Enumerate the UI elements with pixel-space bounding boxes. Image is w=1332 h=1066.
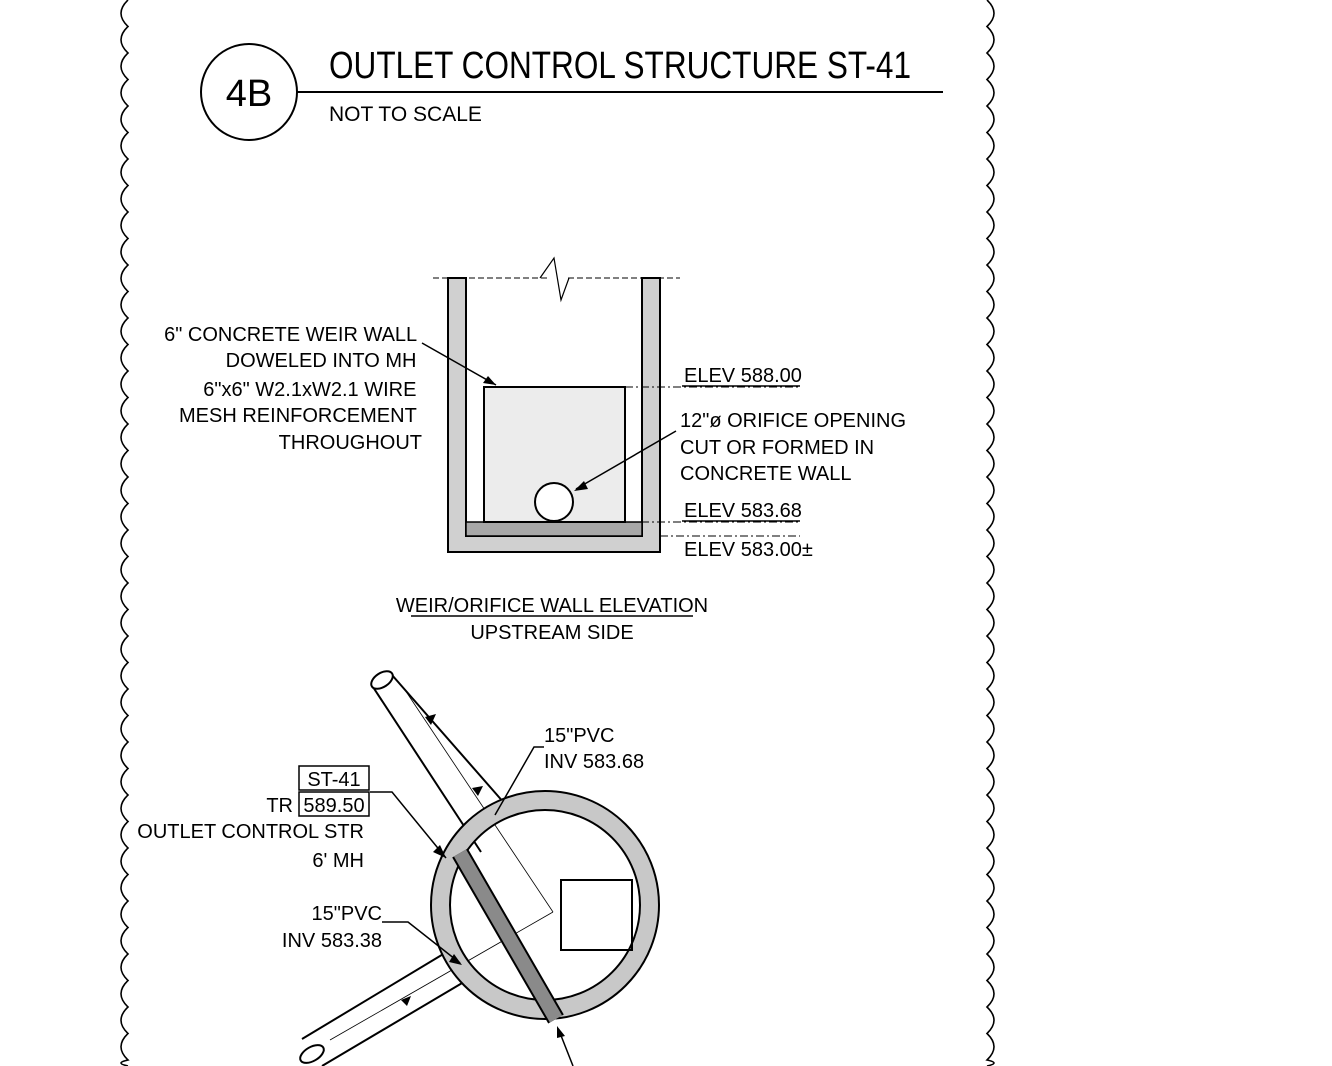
weir-elevation-view: 6" CONCRETE WEIR WALL DOWELED INTO MH 6"… <box>164 256 912 644</box>
flow-line <box>404 689 554 913</box>
inlet-pipe <box>370 670 554 913</box>
scale-note: NOT TO SCALE <box>329 103 482 126</box>
orifice-leader <box>575 430 677 490</box>
outlet-invert-label: INV 583.38 <box>282 930 382 952</box>
outlet-pipe <box>299 911 554 1066</box>
orifice-opening <box>534 482 574 522</box>
weir-wall-plan <box>453 849 563 1023</box>
access-opening <box>560 879 633 951</box>
bottom-leader <box>559 1032 574 1066</box>
flow-arrow <box>401 996 411 1006</box>
structure-id: ST-41 <box>307 769 360 791</box>
structure-type: OUTLET CONTROL STR <box>137 821 364 843</box>
elev-top-label: ELEV 588.00 <box>684 365 802 387</box>
arrow-head <box>574 481 588 491</box>
orifice-note: 12"ø ORIFICE OPENING CUT OR FORMED IN CO… <box>680 410 912 485</box>
cloud-border-right <box>985 0 995 1066</box>
tr-prefix: TR <box>266 795 293 817</box>
structure-leader <box>370 791 447 859</box>
detail-title-block: 4B OUTLET CONTROL STRUCTURE ST-41 NOT TO… <box>200 43 943 141</box>
arrow-head <box>557 1026 565 1038</box>
elevation-caption: WEIR/ORIFICE WALL ELEVATION <box>396 595 708 617</box>
tr-value: 589.50 <box>303 795 364 817</box>
weir-wall-note: 6" CONCRETE WEIR WALL DOWELED INTO MH 6"… <box>164 324 422 454</box>
elevation-caption-sub: UPSTREAM SIDE <box>470 622 633 644</box>
manhole-wall-section <box>447 277 661 553</box>
inlet-invert-label: INV 583.68 <box>544 751 644 773</box>
inlet-pipe-label: 15"PVC <box>544 725 614 747</box>
outlet-leader <box>382 921 461 964</box>
structure-id-box <box>298 765 370 791</box>
manhole-ring <box>432 792 658 1018</box>
arrow-head <box>449 954 462 965</box>
arrow-head <box>433 845 446 858</box>
detail-number: 4B <box>226 73 272 115</box>
elev-invert-label: ELEV 583.68 <box>684 500 802 522</box>
arrow-head <box>483 376 496 385</box>
structure-size: 6' MH <box>312 850 364 872</box>
flow-arrow <box>472 786 483 796</box>
break-symbol <box>539 256 570 303</box>
weir-wall-leader <box>421 342 497 386</box>
outlet-pipe-label: 15"PVC <box>312 903 382 925</box>
cloud-border-left <box>120 0 130 1066</box>
elev-bottom-label: ELEV 583.00± <box>684 539 813 561</box>
flow-arrow <box>425 714 436 725</box>
tr-value-box <box>298 791 370 817</box>
structure-plan-view: 15"PVC INV 583.68 ST-41 589.50 TR OUTLET… <box>137 670 660 1066</box>
detail-title: OUTLET CONTROL STRUCTURE ST-41 <box>329 45 911 87</box>
manhole-base-slab <box>465 521 643 537</box>
inlet-leader <box>494 746 544 816</box>
